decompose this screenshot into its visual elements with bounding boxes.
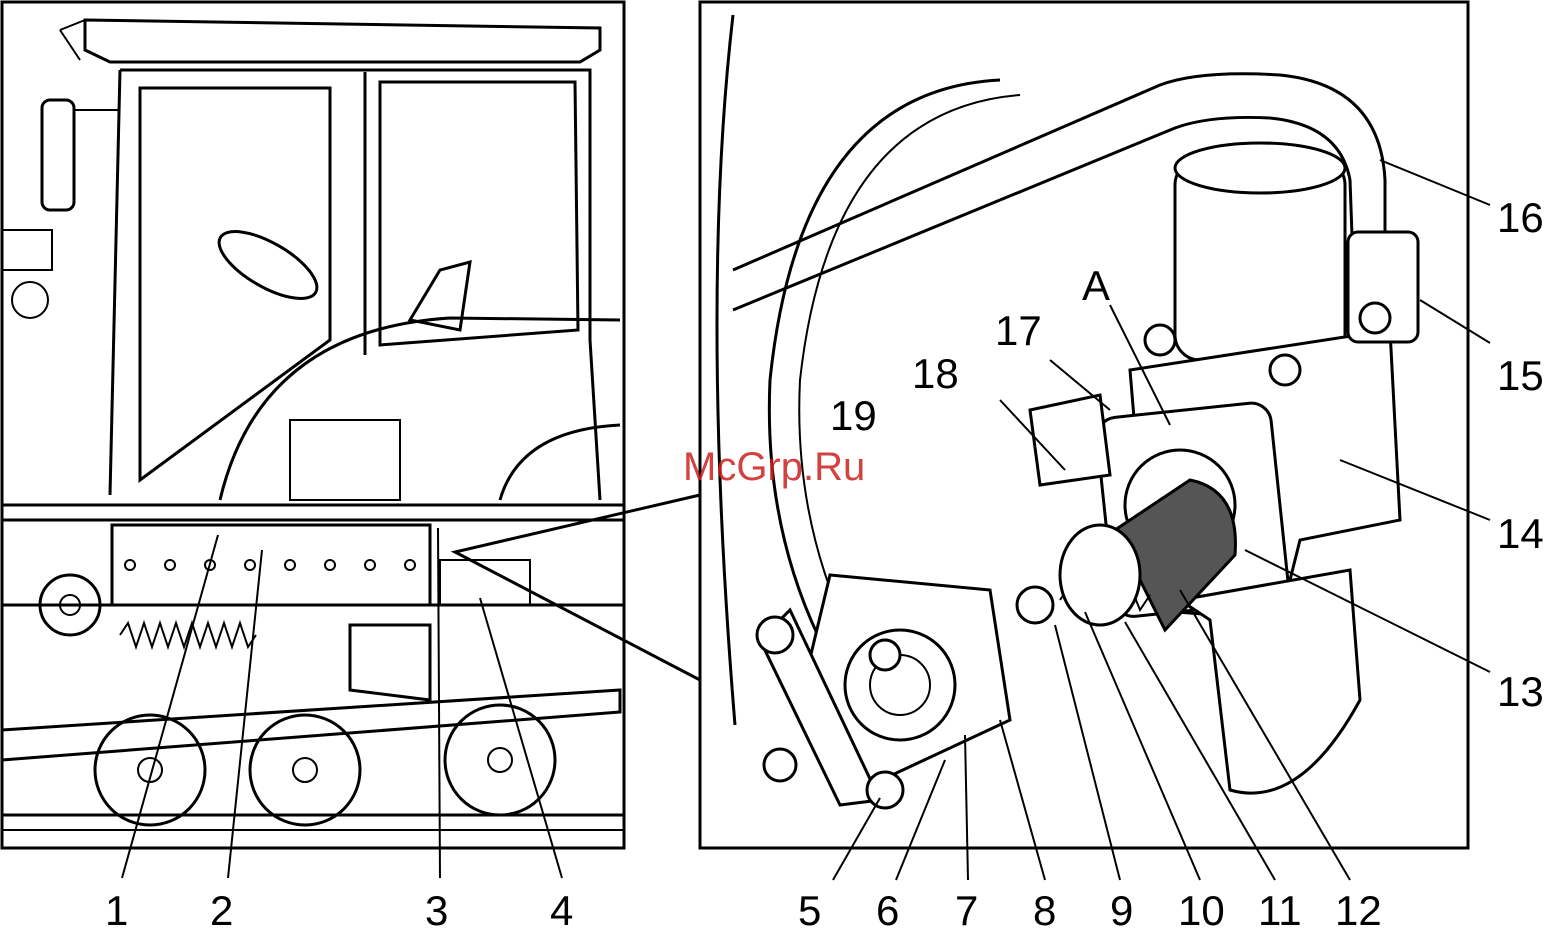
callout-16: 16 xyxy=(1497,194,1544,241)
callout-10: 10 xyxy=(1178,887,1225,933)
rear-window xyxy=(380,82,578,345)
cab-roof xyxy=(85,20,600,62)
callout-11: 11 xyxy=(1258,887,1302,933)
fuel-tank xyxy=(112,525,430,605)
callout-3: 3 xyxy=(425,887,448,933)
callout-17: 17 xyxy=(995,307,1042,354)
callout-5: 5 xyxy=(798,887,821,933)
cab-frame xyxy=(110,70,600,500)
callout-19: 19 xyxy=(830,392,877,439)
callout-14: 14 xyxy=(1497,510,1544,557)
callout-8: 8 xyxy=(1033,887,1056,933)
valve-lower-body xyxy=(1180,570,1360,793)
suspension-beam xyxy=(2,690,620,760)
zoom-pointer xyxy=(455,495,700,680)
push-rod-end xyxy=(1017,587,1053,623)
fitting xyxy=(1030,395,1110,485)
mirror xyxy=(42,100,74,210)
watermark: McGrp.Ru xyxy=(683,445,865,489)
callout-4: 4 xyxy=(550,887,573,933)
tractor-side-view xyxy=(2,2,624,848)
callout-15: 15 xyxy=(1497,352,1544,399)
tank-bolts xyxy=(125,560,415,570)
callout-7: 7 xyxy=(955,887,978,933)
steering-wheel xyxy=(209,218,326,311)
left-panel-frame xyxy=(2,2,624,848)
fender xyxy=(220,318,620,500)
callout-2: 2 xyxy=(210,887,233,933)
callout-a: A xyxy=(1082,262,1110,309)
door-window xyxy=(140,88,330,480)
callout-13: 13 xyxy=(1497,668,1544,715)
callout-12: 12 xyxy=(1335,887,1382,933)
callout-6: 6 xyxy=(876,887,899,933)
piston xyxy=(1060,525,1140,625)
callout-1: 1 xyxy=(105,887,128,933)
detail-view xyxy=(700,2,1468,848)
callout-18: 18 xyxy=(912,350,959,397)
callout-9: 9 xyxy=(1110,887,1133,933)
